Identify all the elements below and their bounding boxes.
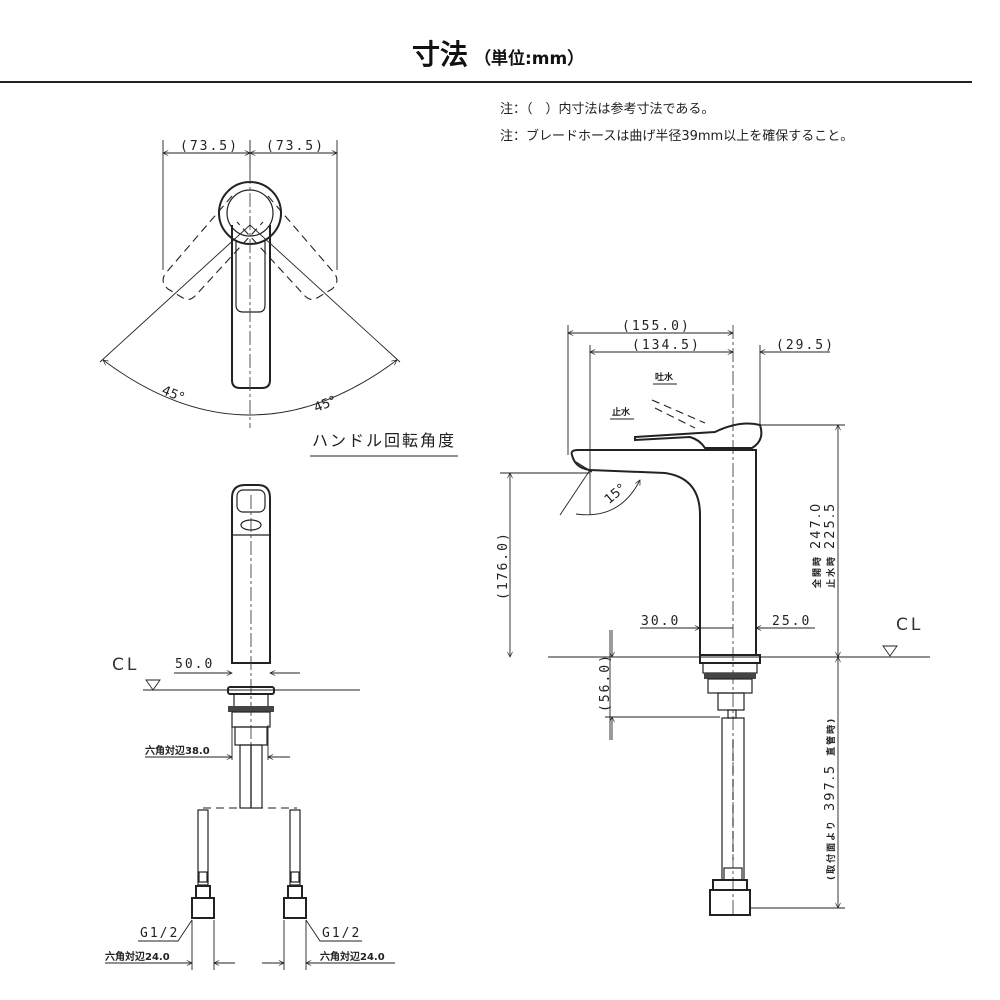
handle-rotation-caption: ハンドル回転角度 [312,431,456,450]
dim-spout-reach: (134.5) [632,338,701,353]
note-reference-dimensions: 注：（ ）内寸法は参考寸法である。 [500,101,714,117]
label-closed-position: 止水 [612,406,631,418]
page-title: 寸法 [412,38,468,71]
dim-handle-offset: (29.5) [776,338,835,353]
dim-height-open: 全開時 247.0 [809,502,824,589]
dim-height-closed: 止水時 225.5 [823,502,838,588]
spout-angle-label: 15° [602,481,629,507]
label-open-position: 吐水 [655,371,674,383]
page-header: 寸法 （単位:mm） [0,38,972,83]
hose-dim-prefix: (取付面より [825,819,837,880]
value-height-open: 247.0 [809,502,824,549]
thread-right-label: G1/2 [322,926,361,941]
thread-left-label: G1/2 [140,926,179,941]
side-centerline-label: CL [896,615,923,635]
dim-hex-nut-38: 六角対辺38.0 [145,744,210,757]
note-hose-bend-radius: 注：ブレードホースは曲げ半径39mm以上を確保すること。 [500,128,853,144]
dim-hose-length: (取付面より 397.5 直管時) [823,717,838,880]
front-view: CL 50.0 六角対辺38.0 G1/2 G1/2 六角対辺24.0 六角対辺… [105,484,395,970]
dim-hex-left-24: 六角対辺24.0 [105,950,170,963]
angle-left-label: 45° [159,383,186,406]
hose-dim-suffix: 直管時) [825,717,837,756]
dim-spout-height: (176.0) [496,531,511,600]
dim-below-counter: (56.0) [598,653,613,712]
side-nut-serration [704,673,756,679]
dim-front-offset: 30.0 [641,614,680,629]
label-closed-full: 止水時 [825,555,837,588]
dim-back-offset: 25.0 [772,614,811,629]
nut-serration [228,706,274,712]
side-view: (155.0) (134.5) (29.5) 吐水 止水 15° (176.0)… [496,319,930,916]
top-view: (73.5) (73.5) 45° 45° ハンドル回転角度 [99,139,458,457]
dim-total-length: (155.0) [622,319,691,334]
dim-hex-right-24: 六角対辺24.0 [320,950,385,963]
dim-handle-right: (73.5) [266,139,325,154]
value-height-closed: 225.5 [823,502,838,549]
dim-body-width: 50.0 [175,657,214,672]
label-full-open: 全開時 [811,555,823,589]
centerline-label: CL [112,655,139,675]
hose-dim-value: 397.5 [823,764,838,811]
dim-handle-left: (73.5) [180,139,239,154]
unit-label: （単位:mm） [474,48,584,69]
